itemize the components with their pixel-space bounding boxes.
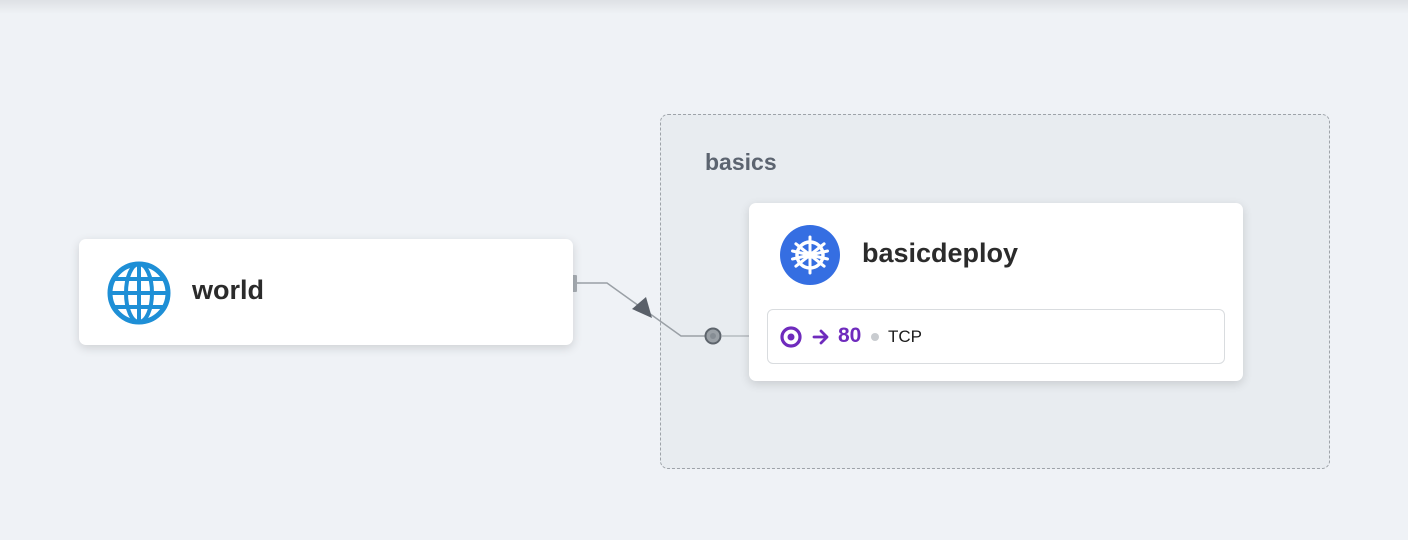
target-icon bbox=[780, 326, 802, 348]
port-protocol: TCP bbox=[888, 327, 922, 346]
port-separator-dot bbox=[871, 333, 879, 341]
port-row[interactable]: 80 TCP bbox=[767, 309, 1225, 364]
edge-arrowhead bbox=[632, 297, 652, 318]
arrow-right-icon bbox=[812, 329, 829, 345]
deployment-node-title: basicdeploy bbox=[862, 238, 1019, 268]
canvas-top-shadow bbox=[0, 0, 1408, 14]
world-node-title: world bbox=[192, 275, 264, 305]
deployment-node-basicdeploy[interactable]: basicdeploy 80 TCP bbox=[749, 203, 1243, 381]
world-node[interactable]: world bbox=[79, 239, 573, 345]
namespace-label: basics bbox=[705, 149, 777, 175]
globe-icon bbox=[107, 261, 171, 325]
kubernetes-helm-icon bbox=[780, 225, 840, 285]
port-number: 80 bbox=[838, 324, 862, 347]
